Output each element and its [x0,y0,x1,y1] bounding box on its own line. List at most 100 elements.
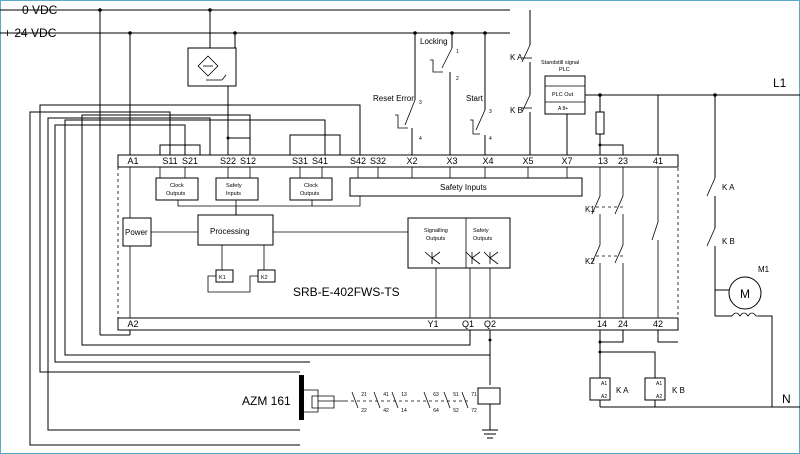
coil-ka-a2: A2 [601,394,607,400]
terminal-y1: Y1 [427,319,438,329]
azm-contact-pin-bottom: 42 [383,408,389,414]
bottom-terminal-strip [117,317,679,331]
azm-contact-pin-top: 41 [383,392,389,398]
azm-contact-pin-bottom: 72 [471,408,477,414]
azm-contact [351,391,359,409]
azm-contact-pin-bottom: 14 [401,408,407,414]
azm-contact [373,391,381,409]
start-label: Start [466,94,484,103]
azm-contact [391,391,399,409]
coil-kb-label: K B [672,386,685,395]
processing-label: Processing [210,227,250,236]
contact-ka-top-label: K A [510,53,523,62]
signalling-outputs-l2: Outputs [426,236,446,242]
svg-text:2: 2 [456,76,459,82]
coil-ka-label: K A [616,386,629,395]
k1-label: K1 [219,275,226,281]
terminal-s31: S31 [292,156,308,166]
terminal-s41: S41 [312,156,328,166]
azm-body [299,375,304,420]
svg-text:1: 1 [456,49,459,55]
rail-24vdc-label: + 24 VDC [4,26,57,40]
terminal-23: 23 [618,156,628,166]
azm-contact-pin-bottom: 64 [433,408,439,414]
terminal-x5: X5 [522,156,533,166]
terminal-a1: A1 [127,156,138,166]
motor-ka-label: K A [722,183,735,192]
azm-contact-pin-bottom: 52 [453,408,459,414]
svg-text:4: 4 [419,136,422,142]
coil-ka-a1: A1 [601,381,607,387]
terminal-q2: Q2 [484,319,496,329]
plc-out-label: PLC Out [552,92,574,98]
plc-title-1: Standstill signal [541,60,579,66]
terminal-x2: X2 [406,156,417,166]
safety-outputs-l1: Safety [473,228,489,234]
azm-coil [477,387,501,405]
motor-label: M1 [758,265,770,274]
terminal-x3: X3 [446,156,457,166]
safety-inputs-wide-box [349,177,583,197]
azm-contact-pin-top: 13 [401,392,407,398]
clock-outputs-2-l2: Outputs [300,191,320,197]
k2-contact-label: K2 [585,257,595,266]
terminal-a2: A2 [127,319,138,329]
terminal-s11: S11 [162,156,177,166]
clock-outputs-1-l1: Clock [170,183,184,189]
rail-l1-label: L1 [773,76,787,90]
svg-text:4: 4 [489,136,492,142]
azm-contact [423,391,431,409]
k1-contact-label: K1 [585,205,595,214]
azm-contact-pin-top: 71 [471,392,477,398]
terminal-41: 41 [653,156,663,166]
motor-symbol [728,276,762,310]
contact-kb-top-label: K B [510,106,523,115]
safety-inputs-small-box [215,177,259,201]
rail-0vdc-label: 0 VDC [22,3,58,17]
terminal-s42: S42 [350,156,366,166]
power-label: Power [125,228,148,237]
terminal-x7: X7 [561,156,572,166]
azm-contact-pin-top: 63 [433,392,439,398]
plc-title-2: PLC [559,67,570,73]
signalling-outputs-l1: Signalling [424,228,448,234]
azm-label: AZM 161 [242,394,291,408]
processing-box [197,214,274,246]
terminal-x4: X4 [482,156,493,166]
motor-m-symbol: M [740,287,750,301]
svg-text:3: 3 [419,100,422,106]
terminal-s12: S12 [240,156,256,166]
terminal-s22: S22 [220,156,236,166]
rail-n-label: N [782,392,791,406]
clock-outputs-1-box [155,177,199,201]
azm-contact [461,391,469,409]
plc-box [544,75,586,115]
clock-outputs-2-l1: Clock [304,183,318,189]
azm-contact-pin-top: 21 [361,392,367,398]
clock-outputs-2-box [289,177,333,201]
terminal-14: 14 [597,319,607,329]
safety-inputs-wide-label: Safety Inputs [440,183,487,192]
safety-outputs-l2: Outputs [473,236,493,242]
terminal-s21: S21 [182,156,198,166]
outputs-box [407,217,511,269]
coil-kb-a2: A2 [656,394,662,400]
terminal-s32: S32 [370,156,386,166]
azm-contact-pin-bottom: 22 [361,408,367,414]
coil-kb-a1: A1 [656,381,662,387]
safety-inputs-small-l1: Safety [226,183,242,189]
azm-contact [443,391,451,409]
power-box [122,217,152,247]
terminal-13: 13 [598,156,608,166]
terminal-24: 24 [618,319,628,329]
locking-label: Locking [420,37,448,46]
fuse [595,111,605,135]
terminal-q1: Q1 [462,319,474,329]
motor-kb-label: K B [722,237,735,246]
plc-pin-label: A 8+ [558,106,568,112]
azm-contact-pin-top: 51 [453,392,459,398]
svg-text:3: 3 [489,109,492,115]
device-name: SRB-E-402FWS-TS [293,285,400,299]
